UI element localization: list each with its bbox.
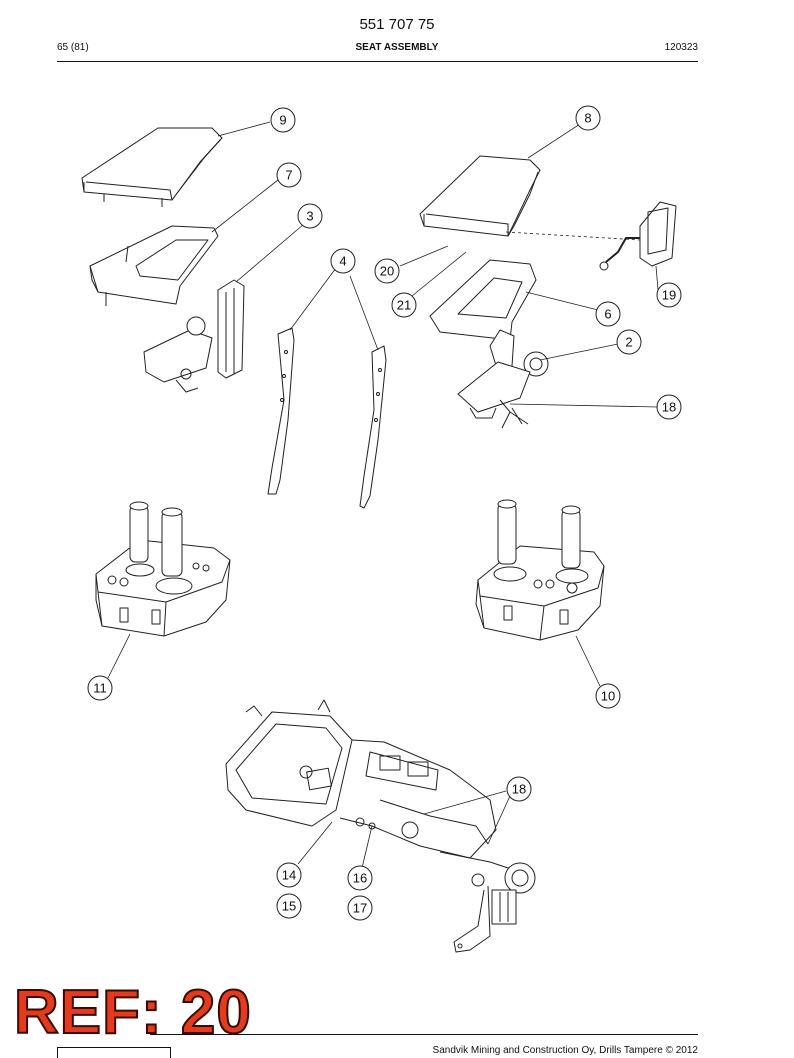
callout-label: 11 <box>93 681 107 696</box>
callout-label: 9 <box>279 113 286 128</box>
callout-label: 21 <box>397 298 411 313</box>
bracket-pair-part <box>267 327 387 509</box>
callout-label: 2 <box>625 335 632 350</box>
callout-label: 4 <box>339 254 346 269</box>
callout-label: 10 <box>601 689 615 704</box>
callout-label: 20 <box>380 264 394 279</box>
header-divider <box>57 61 698 62</box>
document-number: 551 707 75 <box>359 16 435 33</box>
mounting-assembly-part <box>457 329 549 429</box>
right-joystick-console-part <box>475 499 605 641</box>
copyright-notice: Sandvik Mining and Construction Oy, Dril… <box>432 1045 698 1056</box>
control-block-part <box>143 279 245 393</box>
callout-label: 18 <box>662 400 676 415</box>
callout-label: 15 <box>282 899 296 914</box>
page-title: SEAT ASSEMBLY <box>355 42 439 53</box>
callout-label: 19 <box>662 288 676 303</box>
complete-armrest-assembly-part <box>225 699 536 953</box>
callout-label: 16 <box>353 871 367 886</box>
callout-label: 18 <box>512 782 526 797</box>
document-code: 120323 <box>664 42 698 53</box>
page-indicator: 65 (81) <box>57 42 89 53</box>
cable-module-part <box>505 201 677 271</box>
callout-label: 3 <box>306 209 313 224</box>
lower-tray-part <box>429 259 537 341</box>
right-armrest-pad-part <box>419 155 541 237</box>
callout-label: 7 <box>285 168 292 183</box>
callout-label: 17 <box>353 901 367 916</box>
armrest-pad-part <box>81 127 223 207</box>
footer-divider <box>150 1034 698 1035</box>
callout-label: 6 <box>604 307 611 322</box>
left-joystick-console-part <box>95 501 231 637</box>
callout-label: 14 <box>282 868 296 883</box>
callout-label: 8 <box>584 111 591 126</box>
reference-stamp: REF: 20 <box>13 978 252 1047</box>
cover-tray-part <box>89 225 219 306</box>
